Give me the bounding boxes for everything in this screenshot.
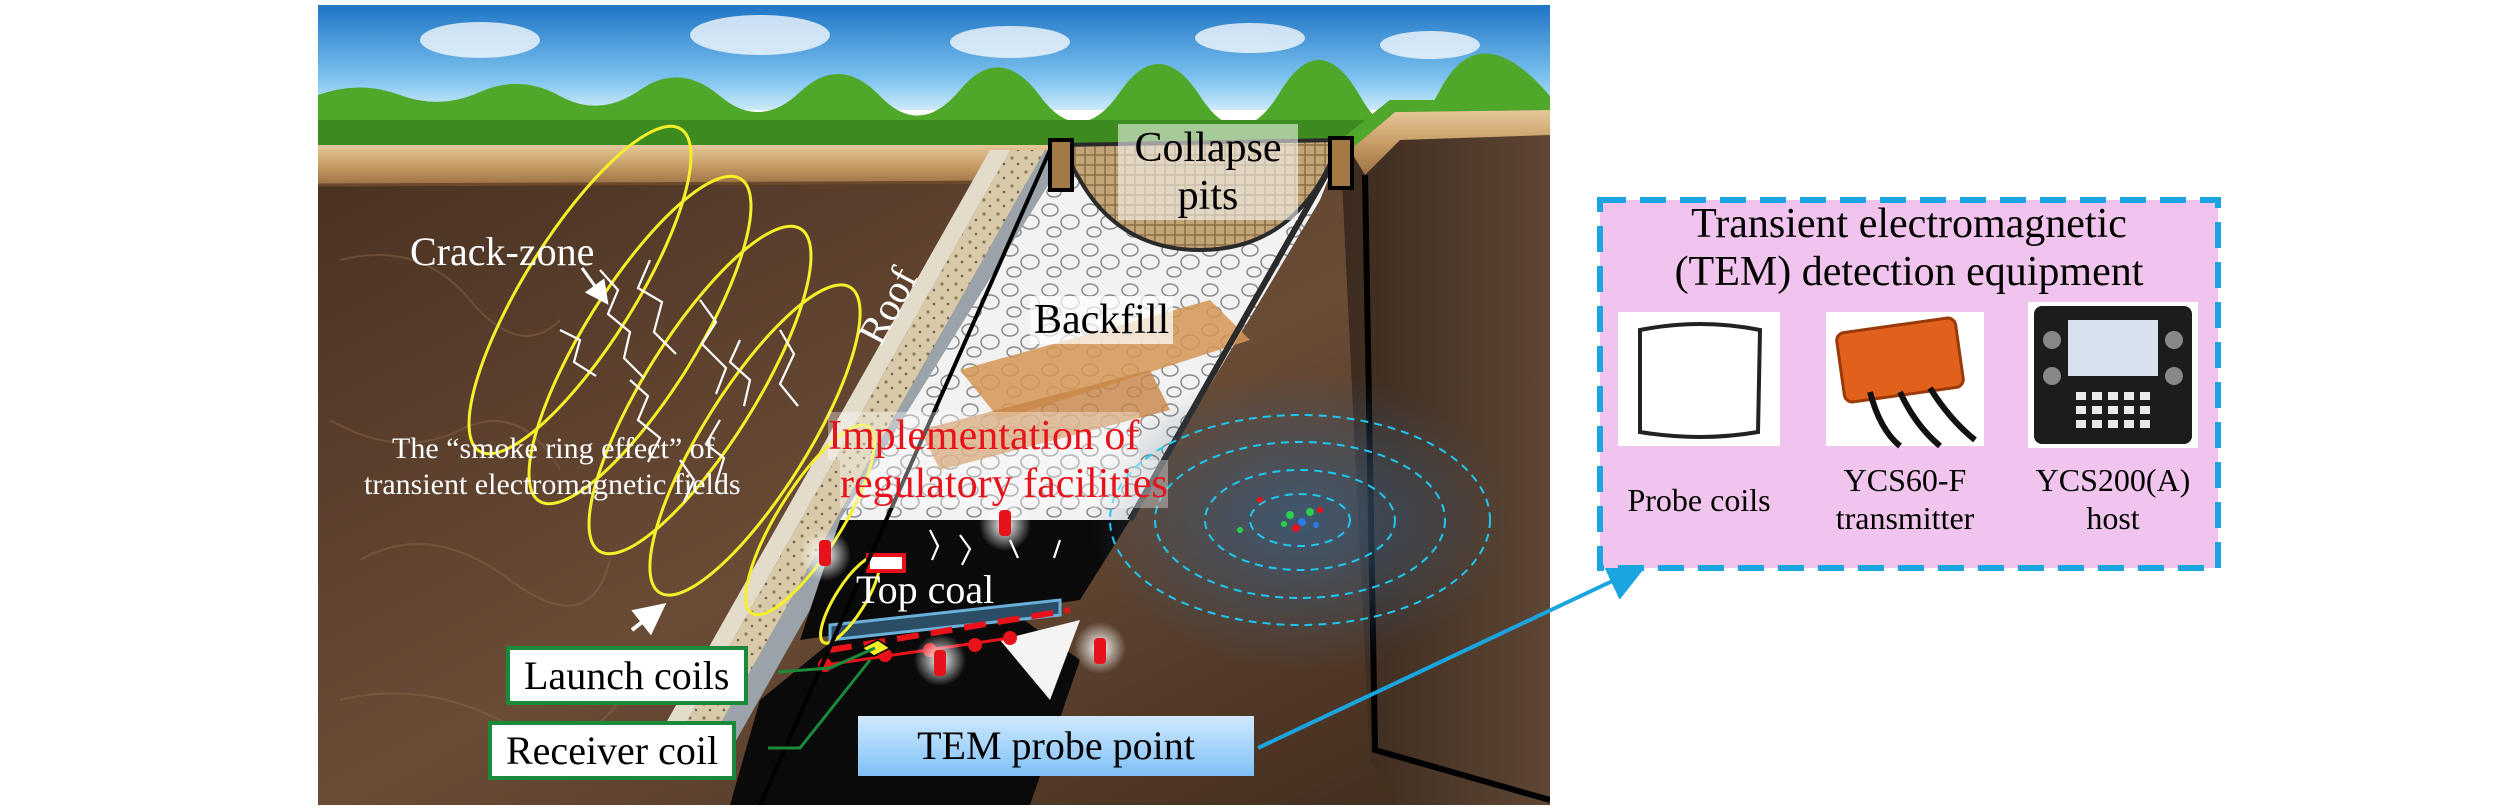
receiver-coil-label: Receiver coil bbox=[488, 721, 737, 780]
panel-title-line2: (TEM) detection equipment bbox=[1674, 249, 2144, 295]
collapse-pit-frame-right bbox=[1328, 136, 1354, 190]
probe-to-panel-arrow bbox=[1257, 563, 1648, 750]
topsoil-edge bbox=[318, 180, 1081, 187]
scene-frame-left bbox=[758, 149, 1052, 805]
gob-white-triangle bbox=[1000, 620, 1080, 700]
right-block-topsoil bbox=[1350, 110, 1550, 175]
transmitter-caption-line2: transmitter bbox=[1835, 500, 1975, 536]
backfill-bricks-2 bbox=[920, 370, 1170, 470]
smoke-ring-label-line2: transient electromagnetic fields bbox=[364, 468, 741, 501]
field-rings bbox=[1109, 414, 1491, 626]
probe-coils-caption: Probe coils bbox=[1627, 482, 1771, 518]
host-photo bbox=[2028, 302, 2198, 448]
smoke-ring-label-line1: The “smoke ring effect” of bbox=[392, 432, 715, 465]
field-particles bbox=[1237, 497, 1323, 533]
monitoring-markers bbox=[799, 499, 1126, 686]
cracks bbox=[559, 259, 1062, 566]
launch-coils-label: Launch coils bbox=[506, 646, 748, 705]
crack-zone-arrow bbox=[580, 267, 609, 305]
implementation-label-line2: regulatory facilities bbox=[840, 460, 1168, 508]
roof-layer-light bbox=[645, 150, 1010, 760]
host-caption-line2: host bbox=[2086, 500, 2140, 536]
host-caption-line1: YCS200(A) bbox=[2035, 462, 2191, 498]
roof-layer bbox=[665, 150, 1045, 760]
top-coal-plate bbox=[828, 598, 1062, 642]
implementation-label-line1: Implementation of bbox=[828, 412, 1140, 460]
roof-arrow bbox=[630, 603, 667, 636]
launch-coils-leader bbox=[777, 646, 876, 674]
right-block-top-grass bbox=[1340, 100, 1550, 150]
backfill-label: Backfill bbox=[1030, 296, 1174, 344]
transmitter-photo bbox=[1826, 312, 1984, 449]
receiver-coil-leader bbox=[768, 659, 872, 750]
panel-title-line1: Transient electromagnetic bbox=[1691, 201, 2127, 247]
tem-probe-point-label: TEM probe point bbox=[858, 716, 1254, 776]
collapse-pit-frame-left bbox=[1048, 138, 1074, 192]
collapse-pits-label: Collapse pits bbox=[1118, 124, 1298, 220]
crack-zone-label: Crack-zone bbox=[410, 229, 595, 274]
transmitter-caption-line1: YCS60-F bbox=[1843, 462, 1967, 498]
probe-coils-photo bbox=[1618, 312, 1780, 446]
right-block-edge bbox=[1362, 174, 1550, 803]
clouds bbox=[420, 15, 1480, 59]
top-coal-label: Top coal bbox=[856, 567, 995, 612]
backfill-bricks bbox=[960, 300, 1250, 420]
topsoil-layer bbox=[318, 145, 1080, 185]
